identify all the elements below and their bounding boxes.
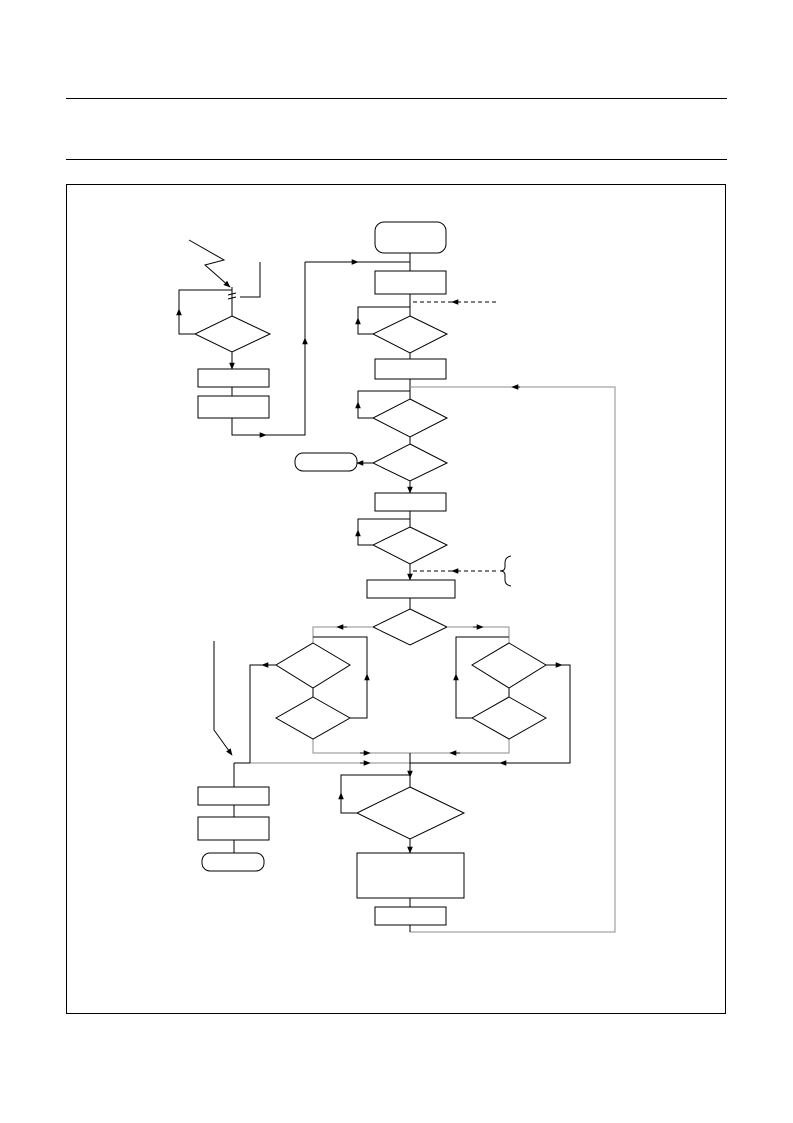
- decision-right-1: [471, 642, 547, 689]
- decision-5: [371, 608, 449, 646]
- figure-frame: [66, 184, 726, 1014]
- decision-6: [355, 786, 466, 840]
- wait-loop-4: [357, 518, 410, 546]
- brace: [499, 555, 512, 587]
- left-box-2: [197, 395, 270, 419]
- header-rule-bottom: [66, 159, 727, 160]
- wait-loop-2: [357, 390, 410, 419]
- decision-2: [371, 398, 449, 438]
- decision-1: [371, 315, 449, 354]
- interrupt-zigzag: [188, 239, 231, 288]
- wait-loop-left-top: [178, 289, 232, 335]
- process-box-large: [356, 852, 465, 899]
- entry-line: [240, 262, 261, 298]
- wait-loop-6: [340, 774, 410, 814]
- end-box-1: [197, 786, 270, 806]
- decision-left-1: [275, 642, 351, 689]
- incoming-curve: [213, 641, 233, 756]
- process-box-3: [374, 492, 447, 512]
- decision-left-2: [274, 696, 352, 740]
- process-box-final: [374, 906, 447, 926]
- decision-right-2: [470, 696, 548, 740]
- start-terminal: [374, 221, 447, 254]
- process-box-1: [374, 270, 447, 295]
- end-box-2: [197, 816, 270, 841]
- header-rule-top: [66, 98, 727, 99]
- side-terminal: [294, 452, 358, 472]
- decision-4: [371, 526, 449, 565]
- left-box-1: [197, 368, 270, 388]
- decision-left-top: [193, 315, 272, 353]
- end-terminal: [201, 852, 265, 872]
- decision-3: [371, 443, 449, 482]
- return-loop: [409, 386, 616, 933]
- process-box-2: [374, 358, 447, 380]
- wait-loop-1: [357, 306, 410, 335]
- process-box-4: [366, 579, 456, 599]
